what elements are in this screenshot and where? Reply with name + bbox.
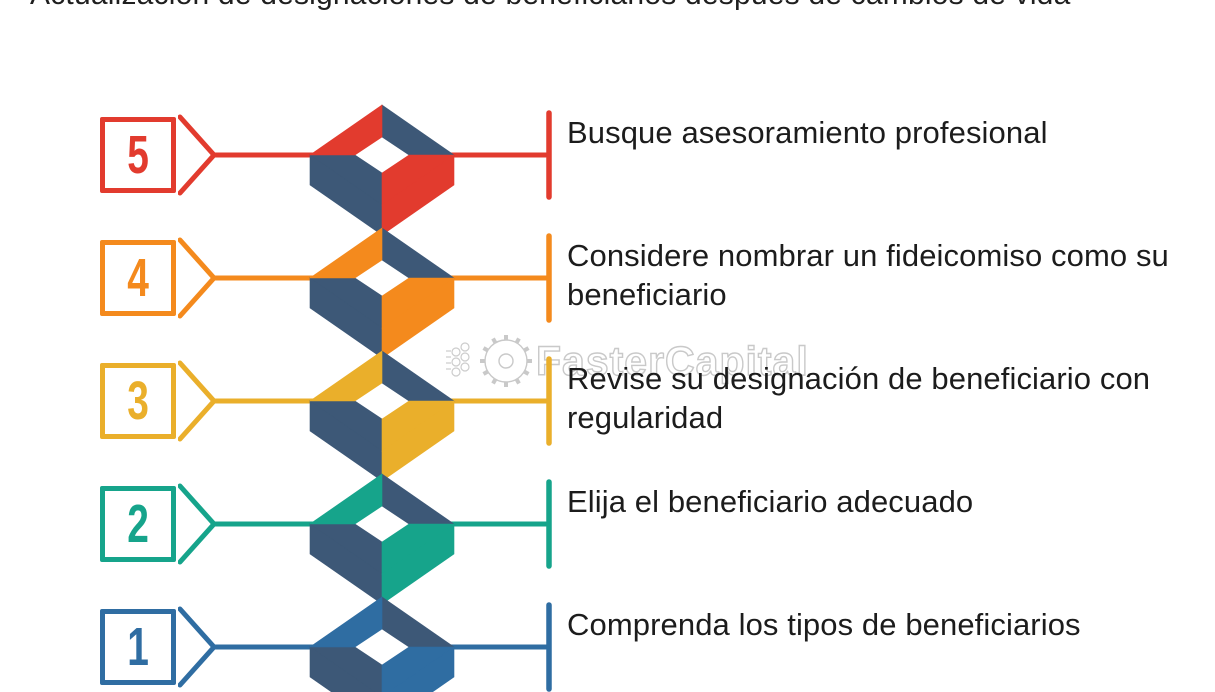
page-title: Actualización de designaciones de benefi… [30,0,1070,12]
step-row: 5 Busque asesoramiento profesional [0,83,1215,243]
step-connector-art [178,596,552,692]
step-row: 1 Comprenda los tipos de beneficiarios [0,575,1215,692]
step-connector-art [178,473,552,605]
step-connector-art [178,104,552,236]
step-number-box: 2 [100,486,176,562]
isometric-open-cube-icon [309,104,455,236]
chevron-arrow-icon [178,606,218,688]
step-row: 2 Elija el beneficiario adecuado [0,452,1215,612]
step-connector-art [178,350,552,482]
step-label: Considere nombrar un fideicomiso como su… [567,238,1169,312]
step-number: 5 [127,125,149,185]
chevron-arrow-icon [178,237,218,319]
step-number-box: 4 [100,240,176,316]
step-number: 1 [127,617,149,677]
isometric-open-cube-icon [309,596,455,692]
step-number-box: 5 [100,117,176,193]
step-number-box: 1 [100,609,176,685]
step-label: Elija el beneficiario adecuado [567,484,974,519]
chevron-arrow-icon [178,483,218,565]
isometric-open-cube-icon [309,473,455,605]
step-number-box: 3 [100,363,176,439]
step-number: 4 [127,248,149,308]
step-number: 2 [127,494,149,554]
chevron-arrow-icon [178,114,218,196]
chevron-arrow-icon [178,360,218,442]
step-row: 3 Revise su designación de beneficiario … [0,329,1215,489]
step-number: 3 [127,371,149,431]
step-row: 4 Considere nombrar un fideicomiso como … [0,206,1215,366]
step-label: Comprenda los tipos de beneficiarios [567,607,1081,642]
isometric-open-cube-icon [309,350,455,482]
step-connector-art [178,227,552,359]
step-label: Busque asesoramiento profesional [567,115,1048,150]
isometric-open-cube-icon [309,227,455,359]
step-label: Revise su designación de beneficiario co… [567,361,1151,435]
